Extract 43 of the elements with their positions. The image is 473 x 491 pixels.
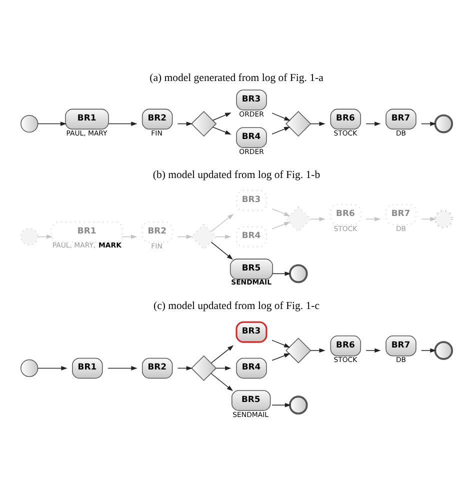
- node-circle: [434, 209, 454, 228]
- node-diamond: [191, 110, 217, 136]
- node-circle: [20, 227, 38, 246]
- arrow: [216, 366, 232, 370]
- arrow: [310, 216, 326, 221]
- arrow: [272, 126, 290, 134]
- label: (c) model updated from log of Fig. 1-c: [154, 300, 320, 312]
- label: (b) model updated from log of Fig. 1-b: [152, 168, 320, 180]
- node-circle: [434, 114, 454, 133]
- arrow: [272, 352, 290, 360]
- arrow: [210, 241, 234, 260]
- node-diamond: [191, 354, 217, 381]
- node-circle: [20, 358, 38, 377]
- arrow: [216, 234, 232, 238]
- arrow: [272, 339, 290, 348]
- arrow: [272, 208, 290, 216]
- arrow: [366, 216, 381, 221]
- arrow: [210, 213, 234, 232]
- arrow: [421, 348, 436, 352]
- node-circle: [288, 264, 308, 283]
- arrow: [210, 372, 234, 391]
- node-diamond: [286, 337, 312, 363]
- node-diamond: [286, 206, 312, 232]
- node-circle: [20, 114, 38, 132]
- arrow: [421, 216, 436, 221]
- node-diamond: [286, 110, 312, 136]
- arrow: [212, 112, 232, 120]
- node-diamond: [191, 223, 217, 250]
- arrow: [210, 344, 234, 363]
- arrow: [108, 366, 138, 370]
- node-circle: [434, 340, 454, 360]
- arrow: [272, 271, 291, 276]
- node-circle: [288, 395, 308, 414]
- arrow: [212, 126, 232, 134]
- arrow: [108, 121, 138, 126]
- label: (a) model generated from log of Fig. 1-a: [150, 71, 324, 84]
- arrow: [38, 366, 68, 370]
- arrow: [272, 112, 290, 120]
- arrow: [272, 221, 290, 229]
- arrow: [366, 348, 381, 352]
- arrow: [38, 121, 67, 126]
- arrow: [272, 402, 292, 407]
- arrow: [310, 348, 326, 352]
